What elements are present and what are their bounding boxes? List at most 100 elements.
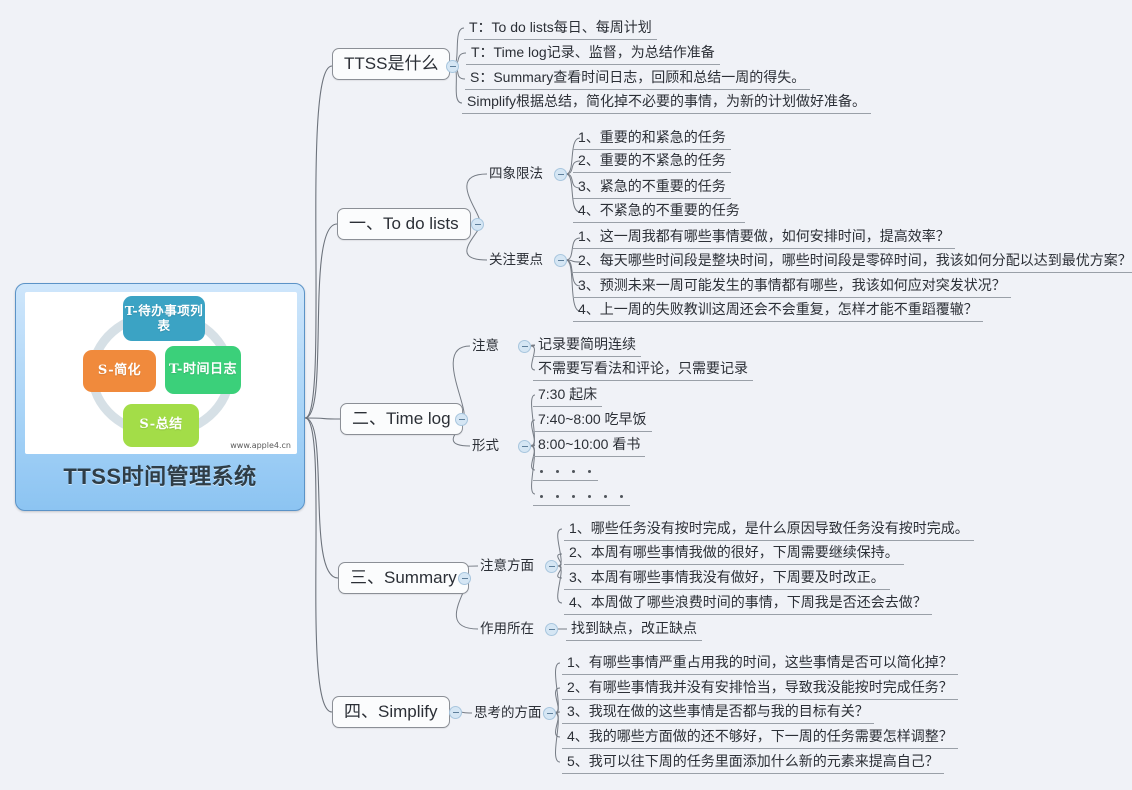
toggle-branch-todo-lists[interactable] xyxy=(471,218,484,231)
group-label: 思考的方面 xyxy=(474,705,542,720)
dots-six xyxy=(538,489,625,502)
leaf-node[interactable]: 2、有哪些事情我并没有安排恰当，导致我没能按时完成任务？ xyxy=(562,678,958,700)
toggle-group-attention-aspects[interactable] xyxy=(545,560,558,573)
leaf-label: 2、重要的不紧急的任务 xyxy=(578,152,726,168)
leaf-label: Simplify根据总结，简化掉不必要的事情，为新的计划做好准备。 xyxy=(467,93,867,109)
leaf-label: 3、紧急的不重要的任务 xyxy=(578,178,726,194)
branch-node-todo-lists: 一、To do lists xyxy=(337,208,471,241)
leaf-label: 3、预测未来一周可能发生的事情都有哪些，我该如何应对突发状况？ xyxy=(578,277,1006,293)
leaf-node[interactable]: Simplify根据总结，简化掉不必要的事情，为新的计划做好准备。 xyxy=(462,92,872,114)
group-label: 作用所在 xyxy=(480,621,534,636)
leaf-label: 2、本周有哪些事情我做的很好，下周需要继续保持。 xyxy=(569,544,899,560)
leaf-node[interactable]: 7:30 起床 xyxy=(533,385,603,407)
cycle-box-simplify: S-简化 xyxy=(83,350,156,392)
leaf-node[interactable]: 4、本周做了哪些浪费时间的事情，下周我是否还会去做？ xyxy=(564,593,932,615)
cycle-box-timelog: T-时间日志 xyxy=(165,346,241,394)
toggle-group-format[interactable] xyxy=(518,440,531,453)
leaf-label: 2、每天哪些时间段是整块时间，哪些时间段是零碎时间，我该如何分配以达到最优方案？ xyxy=(578,252,1132,268)
branch-label: 三、Summary xyxy=(350,568,457,587)
group-node-four-quadrant[interactable]: 四象限法 xyxy=(489,166,543,182)
branch-label: 四、Simplify xyxy=(344,702,438,721)
branch-node-ttss-what: TTSS是什么 xyxy=(332,48,451,81)
leaf-label: T：Time log记录、监督，为总结作准备 xyxy=(471,44,715,60)
central-node[interactable]: T-待办事项列表 S-简化 T-时间日志 S-总结 www.apple4.cn … xyxy=(15,283,305,511)
leaf-label: 5、我可以往下周的任务里面添加什么新的元素来提高自己？ xyxy=(567,753,939,769)
group-label: 形式 xyxy=(472,438,499,453)
toggle-group-four-quadrant[interactable] xyxy=(554,168,567,181)
branch-node-time-log: 二、Time log xyxy=(340,403,463,436)
group-label: 四象限法 xyxy=(489,166,543,181)
leaf-node[interactable]: 7:40~8:00 吃早饭 xyxy=(533,410,652,432)
group-label: 注意方面 xyxy=(480,558,534,573)
toggle-group-key-points[interactable] xyxy=(554,254,567,267)
leaf-label: T：To do lists每日、每周计划 xyxy=(469,19,652,35)
branch-label: TTSS是什么 xyxy=(344,54,439,73)
leaf-node[interactable]: 4、我的哪些方面做的还不够好，下一周的任务需要怎样调整？ xyxy=(562,727,958,749)
leaf-node[interactable]: 2、重要的不紧急的任务 xyxy=(573,151,731,173)
leaf-label: 1、哪些任务没有按时完成，是什么原因导致任务没有按时完成。 xyxy=(569,520,969,536)
leaf-node[interactable]: 1、哪些任务没有按时完成，是什么原因导致任务没有按时完成。 xyxy=(564,519,974,541)
central-diagram-image: T-待办事项列表 S-简化 T-时间日志 S-总结 www.apple4.cn xyxy=(25,292,297,454)
leaf-node[interactable]: 8:00~10:00 看书 xyxy=(533,435,646,457)
leaf-node[interactable]: 1、有哪些事情严重占用我的时间，这些事情是否可以简化掉？ xyxy=(562,653,958,675)
branch-label: 二、Time log xyxy=(352,409,451,428)
leaf-label: 找到缺点，改正缺点 xyxy=(571,620,697,636)
group-node-format[interactable]: 形式 xyxy=(472,438,499,454)
group-label: 关注要点 xyxy=(489,252,543,267)
group-node-key-points[interactable]: 关注要点 xyxy=(489,252,543,268)
toggle-branch-summary[interactable] xyxy=(458,572,471,585)
leaf-label: 3、我现在做的这些事情是否都与我的目标有关？ xyxy=(567,703,869,719)
leaf-node[interactable]: 2、每天哪些时间段是整块时间，哪些时间段是零碎时间，我该如何分配以达到最优方案？ xyxy=(573,251,1132,273)
leaf-label: 不需要写看法和评论，只需要记录 xyxy=(538,360,748,376)
leaf-label: 1、这一周我都有哪些事情要做，如何安排时间，提高效率？ xyxy=(578,228,950,244)
leaf-label: 8:00~10:00 看书 xyxy=(538,436,641,452)
leaf-node[interactable]: 5、我可以往下周的任务里面添加什么新的元素来提高自己？ xyxy=(562,752,944,774)
central-node-title: TTSS时间管理系统 xyxy=(63,464,257,489)
group-node-thinking-aspects[interactable]: 思考的方面 xyxy=(474,705,542,721)
leaf-label: S：Summary查看时间日志，回顾和总结一周的得失。 xyxy=(470,69,806,85)
leaf-label: 记录要简明连续 xyxy=(538,336,636,352)
group-node-notice[interactable]: 注意 xyxy=(472,338,499,354)
leaf-node[interactable]: 3、本周有哪些事情我没有做好，下周要及时改正。 xyxy=(564,568,890,590)
branch-label: 一、To do lists xyxy=(349,214,459,233)
group-label: 注意 xyxy=(472,338,499,353)
branch-node-simplify: 四、Simplify xyxy=(332,696,450,729)
leaf-node[interactable]: 3、我现在做的这些事情是否都与我的目标有关？ xyxy=(562,702,874,724)
leaf-node-dots[interactable] xyxy=(533,459,598,481)
toggle-group-notice[interactable] xyxy=(518,340,531,353)
leaf-label: 3、本周有哪些事情我没有做好，下周要及时改正。 xyxy=(569,569,885,585)
leaf-node[interactable]: T：Time log记录、监督，为总结作准备 xyxy=(466,43,720,65)
branch-node-summary: 三、Summary xyxy=(338,562,469,595)
group-node-attention-aspects[interactable]: 注意方面 xyxy=(480,558,534,574)
toggle-branch-simplify[interactable] xyxy=(449,706,462,719)
cycle-box-summary: S-总结 xyxy=(123,404,199,447)
cycle-box-todo: T-待办事项列表 xyxy=(123,296,205,341)
leaf-node[interactable]: 不需要写看法和评论，只需要记录 xyxy=(533,359,753,381)
toggle-group-thinking-aspects[interactable] xyxy=(543,707,556,720)
leaf-node[interactable]: 2、本周有哪些事情我做的很好，下周需要继续保持。 xyxy=(564,543,904,565)
leaf-node[interactable]: 记录要简明连续 xyxy=(533,335,641,357)
leaf-node[interactable]: 1、这一周我都有哪些事情要做，如何安排时间，提高效率？ xyxy=(573,227,955,249)
watermark-text: www.apple4.cn xyxy=(230,441,291,450)
leaf-node[interactable]: 1、重要的和紧急的任务 xyxy=(573,128,731,150)
leaf-node[interactable]: 3、紧急的不重要的任务 xyxy=(573,177,731,199)
leaf-label: 7:40~8:00 吃早饭 xyxy=(538,411,647,427)
leaf-node[interactable]: 找到缺点，改正缺点 xyxy=(566,619,702,641)
leaf-label: 2、有哪些事情我并没有安排恰当，导致我没能按时完成任务？ xyxy=(567,679,953,695)
leaf-label: 4、我的哪些方面做的还不够好，下一周的任务需要怎样调整？ xyxy=(567,728,953,744)
group-node-purpose[interactable]: 作用所在 xyxy=(480,621,534,637)
leaf-node-dots[interactable] xyxy=(533,484,630,506)
toggle-branch-ttss-what[interactable] xyxy=(446,60,459,73)
toggle-group-purpose[interactable] xyxy=(545,623,558,636)
toggle-branch-time-log[interactable] xyxy=(455,413,468,426)
leaf-node[interactable]: 3、预测未来一周可能发生的事情都有哪些，我该如何应对突发状况？ xyxy=(573,276,1011,298)
leaf-label: 1、有哪些事情严重占用我的时间，这些事情是否可以简化掉？ xyxy=(567,654,953,670)
leaf-label: 4、本周做了哪些浪费时间的事情，下周我是否还会去做？ xyxy=(569,594,927,610)
dots-four xyxy=(538,464,593,477)
leaf-node[interactable]: S：Summary查看时间日志，回顾和总结一周的得失。 xyxy=(465,68,811,90)
leaf-node[interactable]: 4、不紧急的不重要的任务 xyxy=(573,201,745,223)
leaf-node[interactable]: 4、上一周的失败教训这周还会不会重复，怎样才能不重蹈覆辙？ xyxy=(573,300,983,322)
leaf-label: 7:30 起床 xyxy=(538,386,598,402)
leaf-node[interactable]: T：To do lists每日、每周计划 xyxy=(464,18,657,40)
